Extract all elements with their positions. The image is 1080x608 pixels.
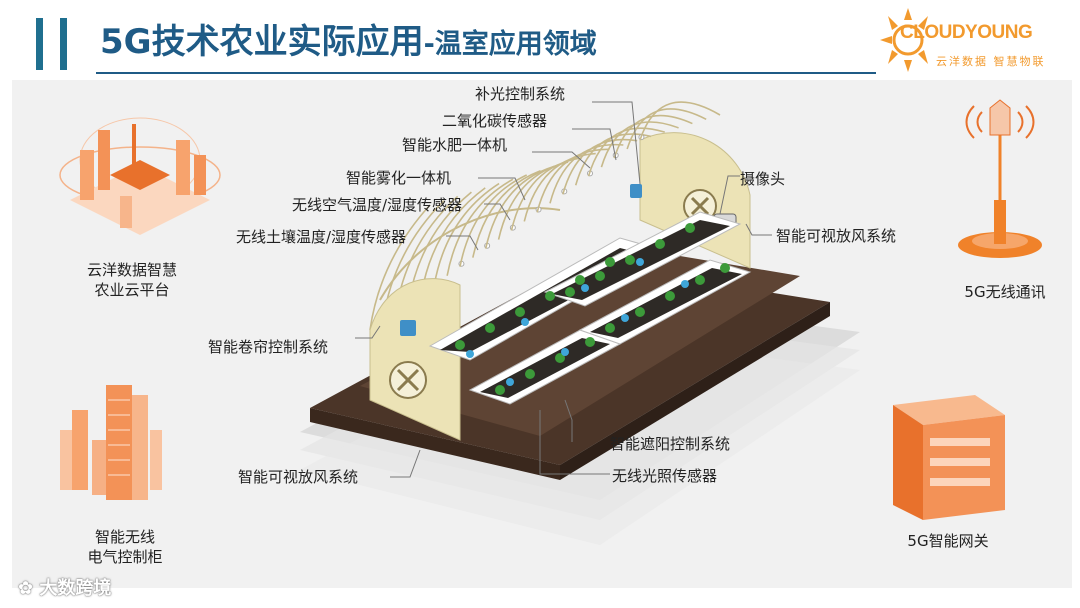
arch-rib bbox=[550, 145, 623, 204]
label-vent-left: 智能可视放风系统 bbox=[238, 467, 358, 487]
5g-tower-illustration bbox=[958, 100, 1042, 258]
cabinet-illustration bbox=[60, 385, 162, 500]
label-soil-temp-humidity: 无线土壤温度/湿度传感器 bbox=[236, 227, 406, 247]
label-shade: 智能遮阳控制系统 bbox=[610, 434, 730, 454]
label-5g-gateway: 5G智能网关 bbox=[888, 531, 1008, 551]
label-vent-right: 智能可视放风系统 bbox=[776, 226, 896, 246]
label-curtain: 智能卷帘控制系统 bbox=[208, 337, 328, 357]
label-water-fertilizer: 智能水肥一体机 bbox=[402, 135, 507, 155]
watermark: ✿ 大数跨境 bbox=[18, 574, 111, 600]
cloud-platform-illustration bbox=[60, 118, 220, 235]
arch-rib bbox=[563, 140, 637, 195]
gateway-illustration bbox=[893, 395, 1005, 520]
label-mist: 智能雾化一体机 bbox=[346, 168, 451, 188]
label-camera: 摄像头 bbox=[740, 169, 785, 189]
label-cloud-platform-line2: 农业云平台 bbox=[62, 280, 202, 300]
label-cabinet-line2: 电气控制柜 bbox=[60, 547, 190, 567]
watermark-text: 大数跨境 bbox=[39, 578, 111, 599]
label-cloud-platform: 云洋数据智慧 农业云平台 bbox=[62, 260, 202, 300]
label-cabinet: 智能无线 电气控制柜 bbox=[60, 527, 190, 567]
label-cabinet-line1: 智能无线 bbox=[60, 527, 190, 547]
watermark-icon: ✿ bbox=[18, 578, 33, 599]
label-light-sensor: 无线光照传感器 bbox=[612, 466, 717, 486]
label-air-temp-humidity: 无线空气温度/湿度传感器 bbox=[292, 195, 462, 215]
label-co2-sensor: 二氧化碳传感器 bbox=[442, 111, 547, 131]
label-5g-wireless: 5G无线通讯 bbox=[950, 282, 1060, 302]
sensor-box-icon bbox=[400, 320, 416, 336]
label-fill-light: 补光控制系统 bbox=[475, 84, 565, 104]
label-cloud-platform-line1: 云洋数据智慧 bbox=[62, 260, 202, 280]
sensor-box-icon bbox=[630, 184, 642, 198]
